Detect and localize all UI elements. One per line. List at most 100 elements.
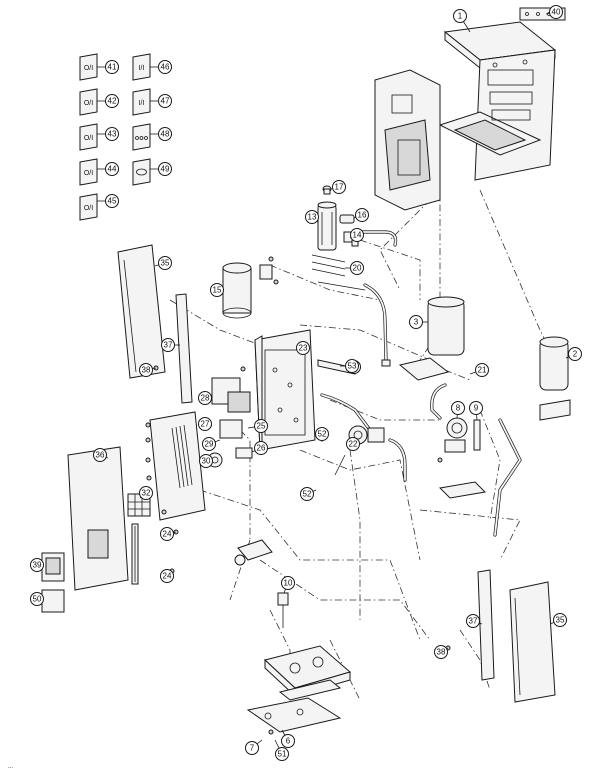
callout-50: 50 — [30, 592, 44, 606]
callout-49: 49 — [150, 162, 172, 176]
callout-number: 53 — [348, 362, 357, 371]
part-37-rail-left — [175, 293, 193, 404]
callout-number: 51 — [278, 750, 287, 759]
callout-number: 1 — [458, 12, 463, 21]
callout-number: 48 — [161, 130, 170, 139]
callout-circle — [105, 162, 119, 176]
callout-47: 47 — [150, 94, 172, 108]
callout-14: 14 — [349, 228, 364, 242]
callout-24: 24 — [160, 527, 177, 541]
callout-number: 20 — [353, 264, 362, 273]
callout-circle — [105, 127, 119, 141]
callout-circle — [332, 180, 346, 194]
callout-number: 26 — [257, 444, 266, 453]
pcb-components — [207, 377, 253, 468]
callout-7: 7 — [245, 739, 263, 755]
manual-icon: O/I — [79, 53, 98, 81]
callout-number: 38 — [142, 366, 151, 375]
part-37-rail-right — [477, 569, 495, 681]
callout-number: 35 — [161, 259, 170, 268]
part-50-label — [41, 589, 65, 613]
callout-51: 51 — [274, 739, 289, 761]
callout-circle — [345, 359, 359, 373]
top-pipes — [358, 230, 398, 367]
manual-label: I/I — [139, 65, 145, 72]
callout-circle — [161, 338, 175, 352]
callout-28: 28 — [198, 391, 213, 405]
part-3-vessel — [398, 296, 465, 381]
callout-number: 52 — [303, 490, 312, 499]
callout-circle — [93, 448, 107, 462]
callout-circle — [568, 347, 582, 361]
callout-21: 21 — [469, 363, 489, 377]
callout-23: 23 — [296, 341, 310, 355]
callout-circle — [158, 94, 172, 108]
callout-number: 9 — [474, 404, 479, 413]
part-21-bracket — [430, 383, 447, 420]
callout-38: 38 — [434, 645, 449, 659]
callout-number: 27 — [201, 420, 210, 429]
manuals: O/I O/I O/I O/I O/I I/I I/I — [79, 53, 151, 221]
part-2-pump — [539, 336, 571, 421]
callout-number: 16 — [358, 211, 367, 220]
callout-circle — [355, 208, 369, 222]
callout-circle — [453, 9, 467, 23]
part-8-valve — [438, 417, 487, 499]
inner-panel — [374, 69, 441, 211]
callout-circle — [475, 363, 489, 377]
callout-circle — [160, 527, 174, 541]
manual-label: O/I — [84, 100, 93, 107]
manual-label: O/I — [84, 170, 93, 177]
callout-circle — [346, 437, 360, 451]
part-34-valve — [234, 539, 273, 566]
callout-39: 39 — [30, 558, 44, 572]
callout-circle — [198, 417, 212, 431]
callout-9: 9 — [469, 401, 483, 421]
callout-number: 2 — [573, 350, 578, 359]
callout-16: 16 — [353, 208, 369, 222]
callout-circle — [158, 256, 172, 270]
part-10-fitting — [277, 592, 289, 628]
callout-40: 40 — [545, 5, 563, 19]
callout-number: 23 — [299, 344, 308, 353]
callout-circle — [296, 341, 310, 355]
callout-45: 45 — [97, 194, 119, 208]
manual-icon: O/I — [79, 88, 98, 116]
callout-circle — [409, 315, 423, 329]
callout-24: 24 — [160, 569, 174, 583]
callout-circle — [199, 454, 213, 468]
callout-circle — [254, 419, 268, 433]
bottom-plate — [246, 697, 342, 733]
part-36-front-cover — [67, 411, 206, 591]
callout-number: 38 — [437, 648, 446, 657]
callout-circle — [245, 741, 259, 755]
callout-35: 35 — [549, 613, 567, 627]
callout-52: 52 — [315, 427, 329, 442]
callout-circle — [30, 558, 44, 572]
manual-icon: O/I — [79, 123, 98, 151]
callout-number: 29 — [205, 440, 214, 449]
callout-circle — [139, 363, 153, 377]
callout-circle — [350, 228, 364, 242]
callout-circle — [434, 645, 448, 659]
callout-number: 37 — [164, 341, 173, 350]
corner-mark: ... — [8, 764, 13, 770]
callout-circle — [469, 401, 483, 415]
back-chassis — [438, 49, 556, 181]
callout-number: 37 — [469, 617, 478, 626]
screws-icon — [132, 123, 151, 151]
part-39-display — [41, 552, 65, 582]
manual-label: O/I — [84, 65, 93, 72]
callout-53: 53 — [340, 359, 359, 373]
callout-circle — [254, 441, 268, 455]
callout-circle — [451, 401, 465, 415]
callout-15: 15 — [210, 283, 224, 297]
callout-number: 24 — [163, 530, 172, 539]
manual-label: O/I — [84, 135, 93, 142]
callout-35: 35 — [154, 256, 172, 270]
callout-48: 48 — [150, 127, 172, 141]
manual-icon: O/I — [79, 158, 98, 186]
callout-circle — [198, 391, 212, 405]
callout-number: 45 — [108, 197, 117, 206]
callout-number: 52 — [318, 430, 327, 439]
